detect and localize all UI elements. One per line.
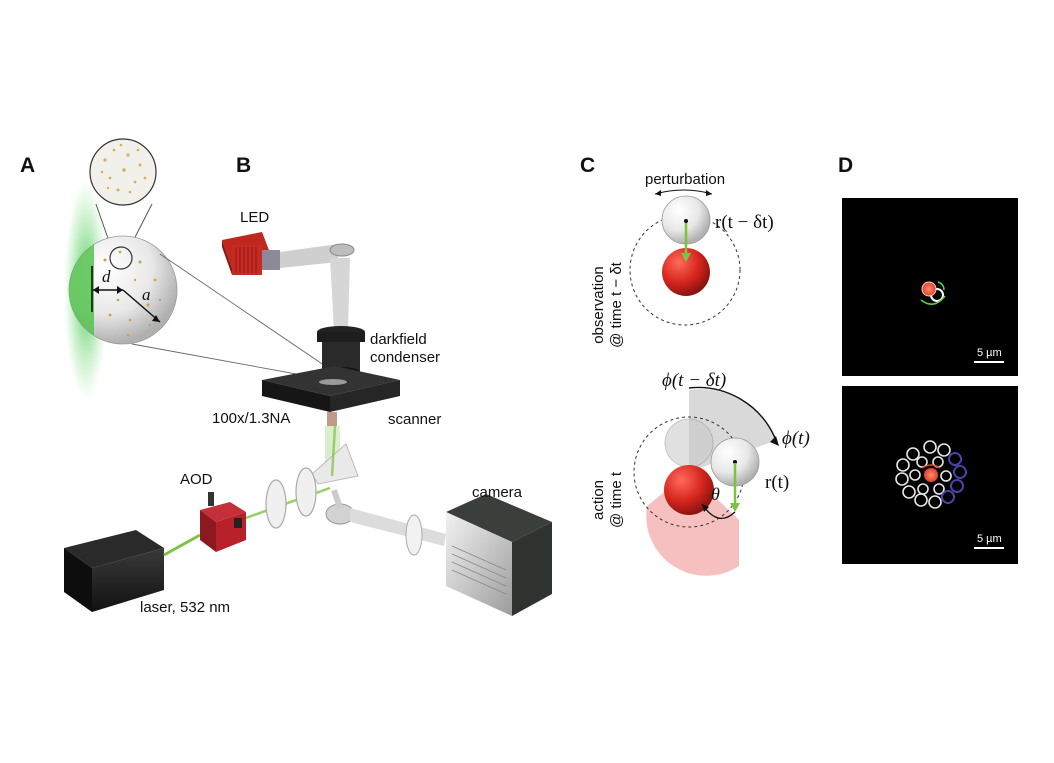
phi-arc [688, 386, 776, 439]
action-target-particle [664, 465, 714, 515]
panel-a: A d [20, 138, 341, 400]
aod-label: AOD [180, 471, 213, 488]
theta-label: θ [711, 484, 720, 504]
orbit-blue-particles [941, 452, 967, 504]
panel-letter-a: A [20, 154, 35, 177]
lens-2 [295, 467, 317, 517]
a-arrow-head [152, 315, 160, 322]
camera-body [446, 494, 552, 616]
scanner-stage [262, 366, 400, 412]
panel-letter-b: B [236, 154, 251, 177]
perturbation-arrow-heads [655, 190, 712, 196]
bottom-red-arc [921, 464, 941, 469]
scanner-label: scanner [388, 411, 441, 428]
laser-label: laser, 532 nm [140, 599, 230, 616]
a-arrow [122, 289, 161, 323]
d-arrow-heads [93, 286, 123, 294]
led-beam-vertical [330, 258, 350, 330]
top-scale-label: 5 µm [977, 347, 1002, 359]
camera-beam [350, 508, 446, 546]
panel-letter-d: D [838, 154, 853, 177]
led-label: LED [240, 209, 269, 226]
laser-beam-3 [330, 425, 337, 477]
panel-d: D 5 µm 5 µm [838, 154, 1018, 564]
panel-b: B LED darkfield condenser [64, 154, 552, 616]
r-now-label: r(t) [765, 472, 789, 493]
d-label: d [102, 267, 111, 286]
aod-device [200, 492, 246, 552]
action-green-arrow-head [730, 503, 740, 512]
surface-zoom-circle [89, 138, 157, 206]
obs-center-dot [684, 219, 688, 223]
camera-label: camera [472, 484, 523, 501]
theta-arc-head [702, 504, 709, 512]
obs-green-arrow-head [681, 253, 691, 262]
condenser-label-line1: darkfield [370, 331, 427, 348]
led-source [222, 232, 280, 275]
action-label-line1: action [590, 480, 607, 520]
condenser-label-line2: condenser [370, 349, 440, 366]
obs-label-line1: observation [590, 266, 607, 344]
bottom-scale-label: 5 µm [977, 533, 1002, 545]
panel-letter-c: C [580, 154, 595, 177]
phi-prev-label: ϕ(t − δt) [662, 370, 726, 391]
obs-target-particle [662, 248, 710, 296]
zoom-source-circle [109, 246, 133, 270]
surface-particles [100, 143, 147, 194]
top-green-arc [920, 295, 946, 305]
led-beam-horizontal [280, 244, 338, 268]
top-target-particle [921, 281, 937, 297]
fold-mirror [329, 243, 355, 257]
objective-label: 100x/1.3NA [212, 410, 290, 427]
zoom-link-top [159, 253, 341, 377]
sphere-particles [103, 250, 162, 337]
obs-label-line2: @ time t − δt [608, 261, 625, 348]
lens-1 [265, 479, 287, 529]
laser-beam-1 [163, 533, 201, 557]
a-label: a [142, 285, 151, 304]
dichroic-mirror [311, 443, 359, 485]
panel-c: C perturbation r(t − δt) observation @ t… [580, 154, 810, 576]
phi-now-label: ϕ(t) [782, 428, 810, 449]
action-previous-probe [664, 418, 714, 468]
phi-arc-head [770, 436, 779, 446]
r-prev-label: r(t − δt) [715, 212, 774, 233]
laser-box [64, 530, 164, 612]
camera-beam-vertical [331, 489, 343, 509]
perturbation-label: perturbation [645, 171, 725, 188]
objective-lens [327, 412, 337, 426]
top-green-arc-2 [937, 281, 945, 291]
tube-lens [405, 514, 423, 556]
bottom-target-particle [924, 468, 938, 482]
action-label-line2: @ time t [608, 471, 625, 528]
perturbation-arrow [654, 189, 713, 195]
